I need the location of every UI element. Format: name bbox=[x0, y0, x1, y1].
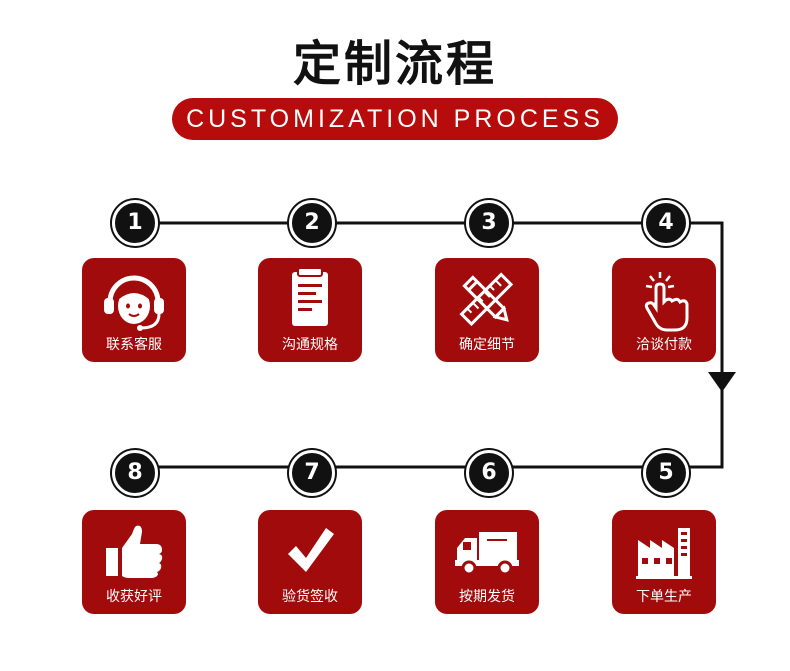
step-7-card: 验货签收 bbox=[258, 510, 362, 614]
step-4-badge: 4 bbox=[643, 200, 689, 246]
step-5-label: 下单生产 bbox=[636, 589, 692, 605]
subtitle-pill: CUSTOMIZATION PROCESS bbox=[172, 98, 618, 140]
step-1-label: 联系客服 bbox=[106, 337, 162, 353]
step-1-badge: 1 bbox=[112, 200, 158, 246]
step-4-label: 洽谈付款 bbox=[636, 337, 692, 353]
hand-tap-icon bbox=[644, 272, 689, 332]
headset-agent-icon bbox=[104, 275, 164, 331]
flow-line bbox=[130, 221, 724, 469]
step-7-badge: 7 bbox=[289, 450, 335, 496]
step-4-card: 洽谈付款 bbox=[612, 258, 716, 362]
step-5-badge: 5 bbox=[643, 450, 689, 496]
ruler-pencil-icon bbox=[459, 272, 514, 327]
step-3-card: 确定细节 bbox=[435, 258, 539, 362]
step-8-card: 收获好评 bbox=[82, 510, 186, 614]
truck-icon bbox=[455, 532, 519, 576]
page-title: 定制流程 bbox=[292, 36, 497, 92]
step-1-card: 联系客服 bbox=[82, 258, 186, 362]
step-2-label: 沟通规格 bbox=[282, 337, 338, 353]
step-8-badge: 8 bbox=[112, 450, 158, 496]
thumbs-up-icon bbox=[106, 525, 163, 578]
step-5-card: 下单生产 bbox=[612, 510, 716, 614]
step-7-label: 验货签收 bbox=[282, 589, 338, 605]
step-2-badge: 2 bbox=[289, 200, 335, 246]
flow-arrow bbox=[708, 372, 736, 392]
step-3-badge: 3 bbox=[466, 200, 512, 246]
step-8-label: 收获好评 bbox=[106, 589, 162, 605]
step-6-card: 按期发货 bbox=[435, 510, 539, 614]
document-icon bbox=[292, 267, 328, 326]
step-6-label: 按期发货 bbox=[459, 589, 515, 605]
step-6-badge: 6 bbox=[466, 450, 512, 496]
factory-icon bbox=[636, 528, 692, 579]
step-2-card: 沟通规格 bbox=[258, 258, 362, 362]
checkmark-icon bbox=[288, 528, 334, 572]
step-3-label: 确定细节 bbox=[459, 337, 515, 353]
